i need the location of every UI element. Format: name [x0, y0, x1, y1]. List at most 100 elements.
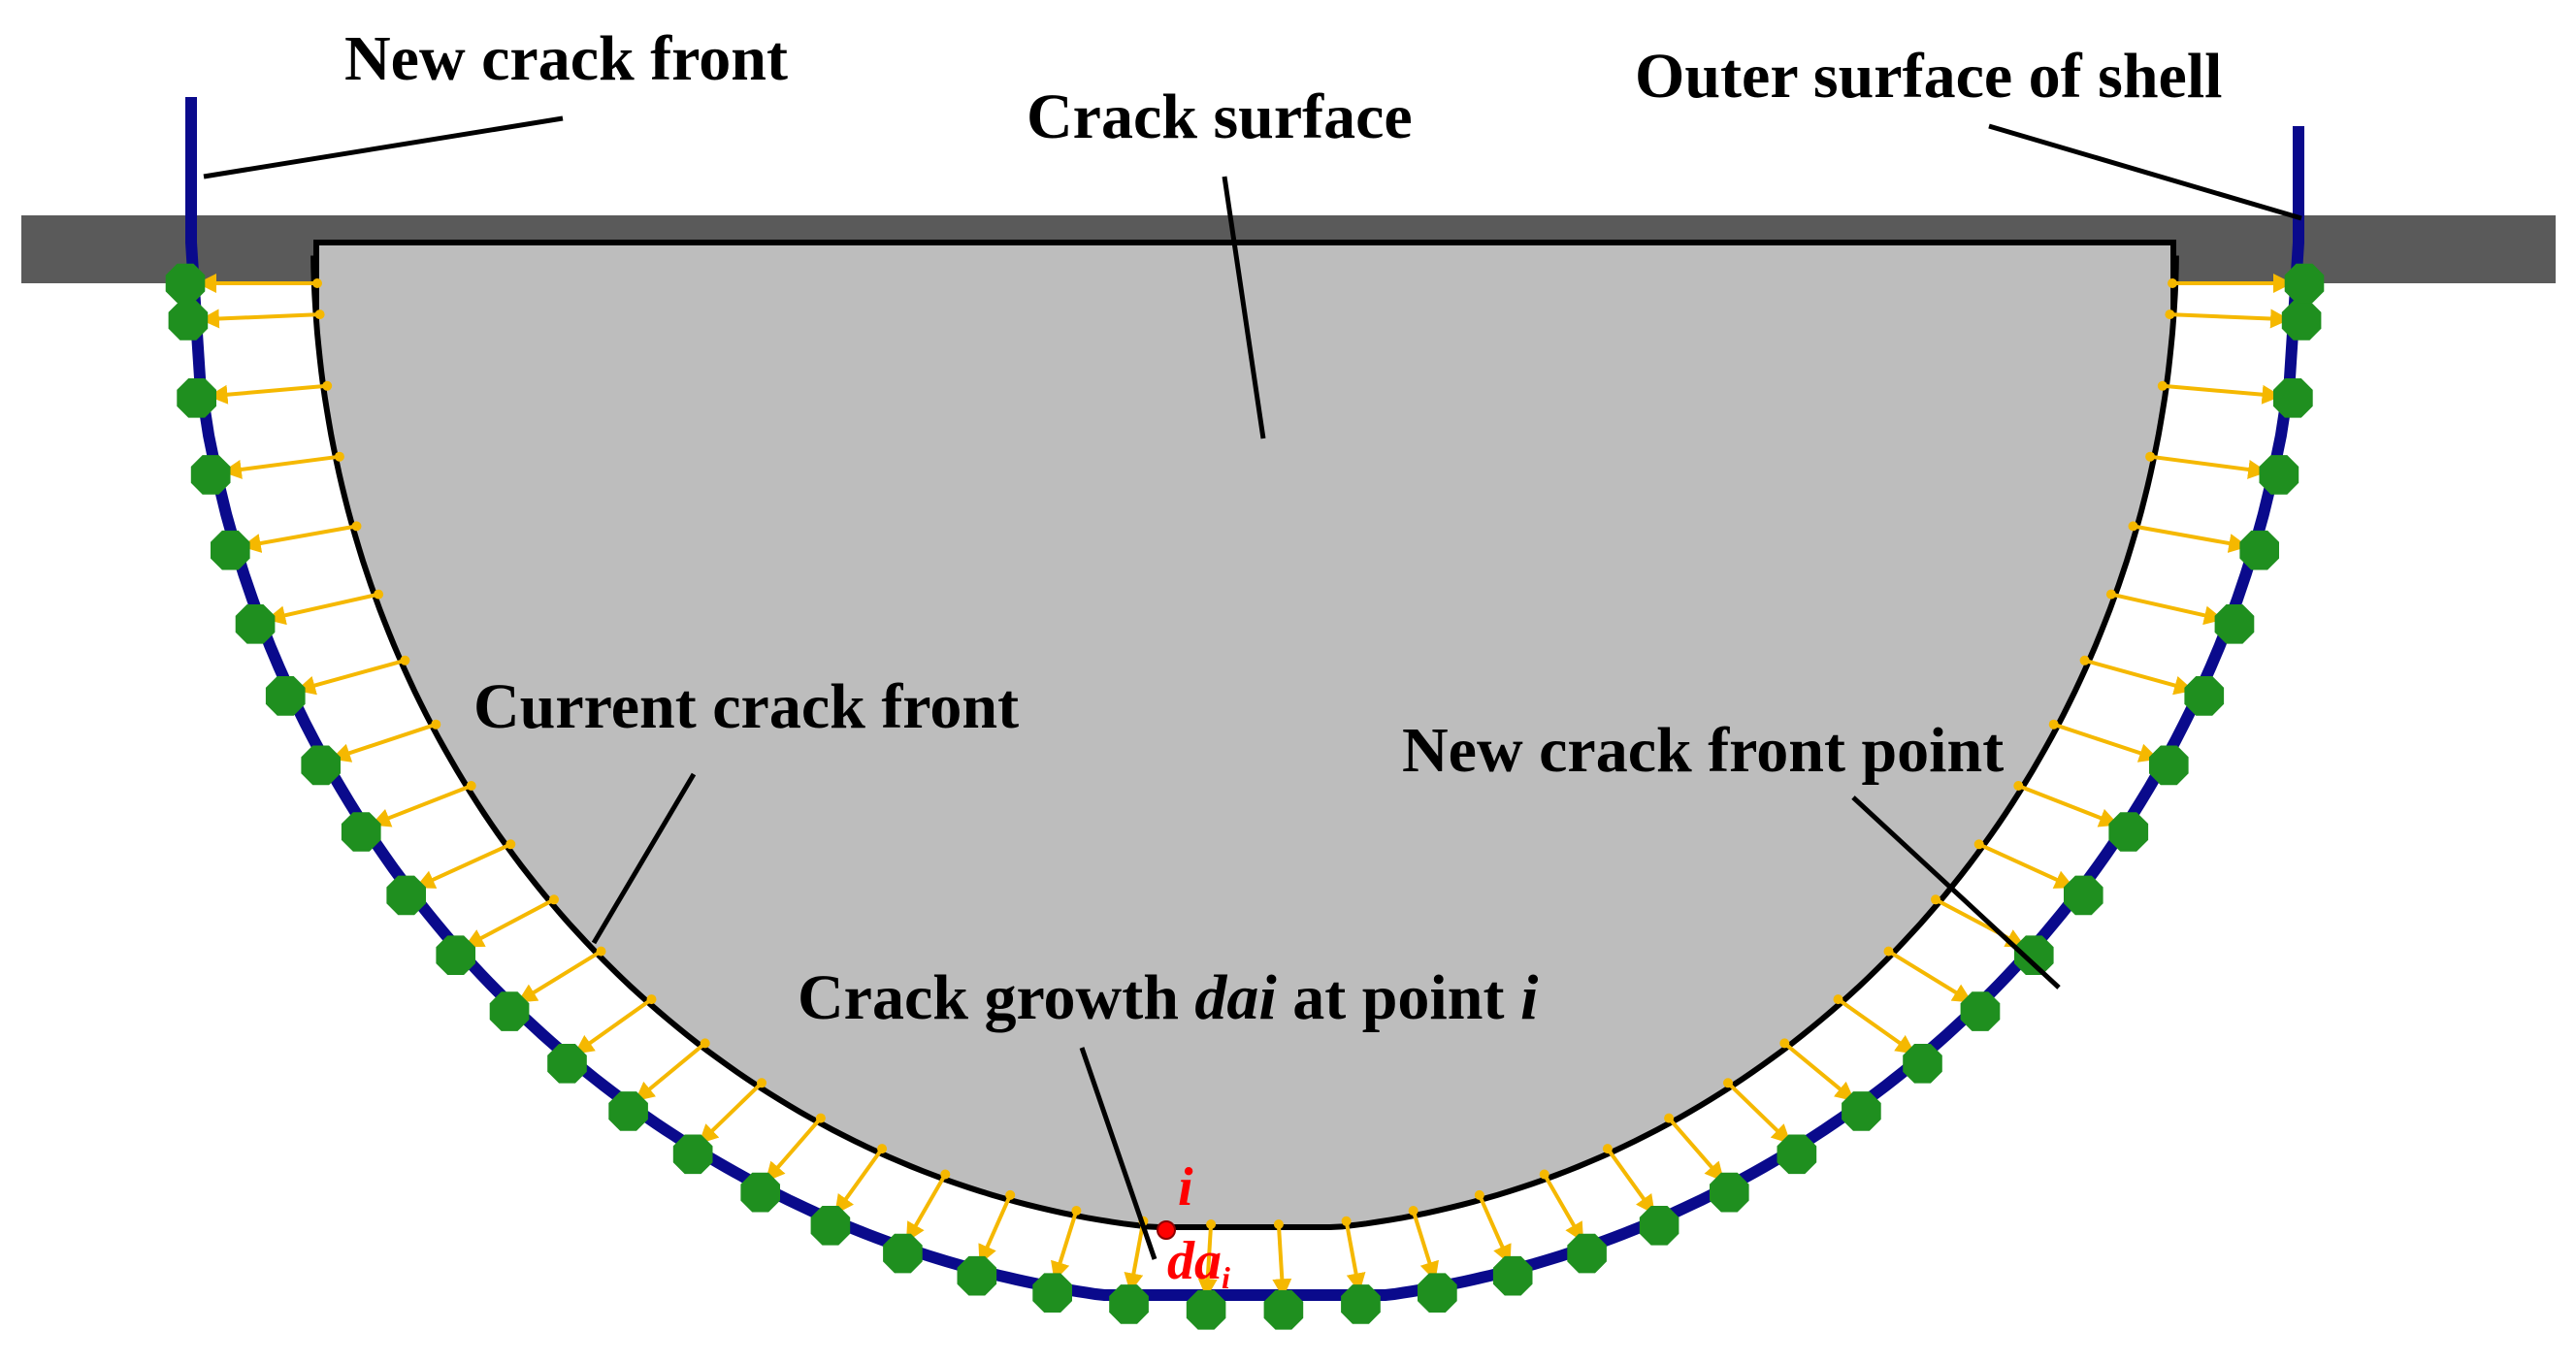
- current-front-point: [431, 719, 441, 730]
- growth-vector: [573, 997, 653, 1055]
- current-front-point: [1883, 946, 1894, 957]
- label-current-crack-front: Current crack front: [473, 671, 1019, 742]
- growth-vector: [241, 524, 357, 553]
- new-crack-front-point: [2281, 301, 2322, 341]
- current-front-point: [2157, 380, 2168, 391]
- current-front-point: [877, 1144, 888, 1154]
- leader-lines: [203, 115, 2302, 1260]
- new-crack-front-point: [1418, 1273, 1457, 1313]
- new-crack-front-point: [740, 1172, 780, 1213]
- crack-growth-mid: at point: [1277, 962, 1520, 1033]
- growth-vector: [1837, 997, 1916, 1055]
- new-crack-front-point: [168, 301, 209, 341]
- new-crack-front-point: [1777, 1134, 1817, 1175]
- new-crack-front-point: [547, 1044, 587, 1084]
- current-front-point: [1602, 1144, 1613, 1154]
- current-front-point: [400, 655, 410, 665]
- growth-vector: [635, 1041, 706, 1102]
- new-crack-front-point: [489, 991, 530, 1031]
- current-front-point: [2048, 719, 2059, 730]
- current-front-point: [940, 1169, 951, 1180]
- new-crack-front-point: [1186, 1289, 1226, 1330]
- current-front-point: [1833, 994, 1843, 1005]
- crack-growth-point: i: [1520, 962, 1539, 1033]
- leader-current-crack-front: [591, 772, 697, 945]
- growth-vectors-group: [197, 274, 2293, 1299]
- current-front-point: [1723, 1078, 1733, 1088]
- current-front-point: [1539, 1169, 1549, 1180]
- growth-vector: [414, 842, 512, 890]
- growth-vector: [199, 308, 320, 329]
- growth-vector: [1051, 1210, 1079, 1282]
- new-crack-front-point: [341, 812, 381, 852]
- new-crack-front-point: [265, 676, 306, 716]
- growth-vector: [1977, 842, 2075, 890]
- new-crack-front-points-group: [165, 263, 2325, 1330]
- growth-vector: [2133, 524, 2249, 553]
- current-front-point: [646, 994, 657, 1005]
- new-crack-front-point: [810, 1206, 851, 1246]
- current-front-point: [815, 1113, 826, 1123]
- current-front-point: [1664, 1113, 1675, 1123]
- new-crack-front-point: [2149, 745, 2189, 786]
- label-point-i: i: [1178, 1157, 1193, 1217]
- new-crack-front-point: [1492, 1255, 1533, 1296]
- crack-surface-region: [310, 240, 2179, 1230]
- growth-vector: [464, 897, 555, 949]
- new-crack-front-point: [2214, 604, 2255, 644]
- new-crack-front-point: [165, 263, 206, 304]
- growth-vector: [1542, 1173, 1584, 1243]
- growth-vector: [1935, 897, 2026, 949]
- new-crack-front-point: [436, 935, 475, 975]
- new-crack-front-point: [608, 1091, 648, 1131]
- current-front-point: [2013, 781, 2024, 791]
- label-new-crack-front-point: New crack front point: [1402, 715, 2004, 786]
- growth-vector: [1344, 1220, 1366, 1293]
- current-front-point: [1779, 1038, 1790, 1049]
- current-front-point: [596, 946, 606, 957]
- growth-vector: [371, 784, 473, 828]
- growth-vector: [698, 1081, 764, 1145]
- current-front-point: [1273, 1219, 1284, 1229]
- new-crack-front-point: [2284, 263, 2325, 304]
- new-crack-front-point: [2239, 530, 2279, 570]
- current-front-point: [700, 1038, 710, 1049]
- current-front-point: [2105, 589, 2116, 600]
- label-da-i: dai: [1167, 1231, 1230, 1295]
- current-front-point: [1341, 1216, 1352, 1226]
- growth-vector: [1477, 1194, 1512, 1265]
- new-crack-front-point: [2064, 875, 2103, 916]
- new-crack-front-line: [185, 97, 2304, 1301]
- current-front-point: [549, 894, 559, 905]
- current-front-point: [505, 839, 516, 850]
- current-front-point: [314, 309, 325, 320]
- crack-growth-prefix: Crack growth: [798, 962, 1194, 1033]
- new-crack-front-point: [883, 1233, 923, 1274]
- current-front-point: [1408, 1206, 1418, 1216]
- growth-vector: [2084, 658, 2195, 696]
- new-crack-front-point: [1842, 1091, 1881, 1131]
- crack-growth-var: dai: [1194, 962, 1277, 1033]
- growth-vector: [1887, 949, 1973, 1004]
- new-crack-front-point: [177, 378, 216, 418]
- new-crack-front-point: [1960, 991, 2001, 1031]
- growth-vector: [1726, 1081, 1792, 1145]
- new-crack-front-point: [2108, 812, 2149, 852]
- new-crack-front-point: [1032, 1273, 1072, 1313]
- label-outer-surface: Outer surface of shell: [1635, 41, 2223, 112]
- new-crack-front-point: [1903, 1044, 1942, 1084]
- current-front-point: [1005, 1189, 1016, 1200]
- current-front-point: [2168, 278, 2177, 288]
- growth-vector: [517, 949, 603, 1004]
- new-crack-front-point: [1341, 1284, 1381, 1324]
- label-crack-growth: Crack growth dai at point i: [798, 962, 1539, 1033]
- new-crack-front-point: [235, 604, 276, 644]
- growth-vector: [2110, 592, 2224, 626]
- current-front-point: [312, 278, 322, 288]
- current-front-point: [334, 451, 344, 462]
- new-crack-front-point: [2184, 676, 2225, 716]
- new-crack-front-point: [672, 1134, 713, 1175]
- new-crack-front-point: [211, 530, 250, 570]
- new-crack-front-point: [1567, 1233, 1607, 1274]
